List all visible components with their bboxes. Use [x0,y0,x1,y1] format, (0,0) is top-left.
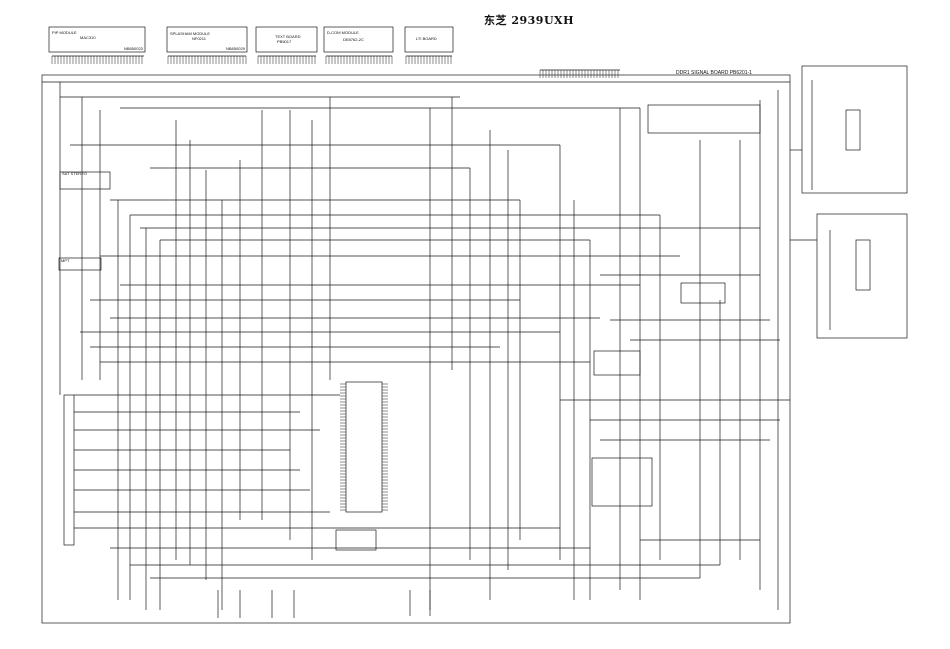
module-pip: PIP MODULE MAC310 [52,30,96,40]
module-dcom-name: D-COM MODULE [327,30,359,35]
module-splasham: SPLASHAM MODULE NF0211 [170,31,210,41]
module-dcom-box [323,26,394,53]
module-lti: LTI BOARD [416,36,437,41]
ic-lower-center [335,529,377,551]
main-board-outline [41,74,791,624]
ic-right-jungle [591,457,653,507]
module-text-box [255,26,318,53]
ic-right-mid [593,350,641,376]
module-splasham-part: NF0211 [192,36,206,41]
module-dcom-part: DE8762-2C [343,37,364,42]
ic-main-micro [345,381,383,513]
module-dcom: D-COM MODULE DE8762-2C [327,30,364,42]
mpt-box [58,257,102,271]
schematic-title: 东芝 2939UXH [484,14,574,27]
board-label: DDR1 SIGNAL BOARD PB6201-1 [676,70,752,76]
module-splasham-box [166,26,248,53]
module-splasham-name: SPLASHAM MODULE [170,31,211,36]
module-lti-box [404,26,454,53]
ic-top-right-bank [647,104,761,134]
module-pip-part: MAC310 [80,35,96,40]
mpt-label: MPT [61,258,70,263]
module-pip-box [48,26,146,53]
module-pip-name: PIP MODULE [52,30,77,35]
module-splasham-code: NB850029 [226,46,245,51]
module-text: TEXT BOARD PB5017 [275,34,301,44]
module-text-part: PB5017 [277,39,292,44]
left-connector-strip [63,394,75,546]
module-text-name: TEXT BOARD [275,34,301,39]
side-board-bottom [816,213,908,339]
sat-stereo-label: SAT STEREO [62,171,87,176]
sat-stereo-box [59,171,111,190]
side-board-top [801,65,908,194]
module-pip-code: NB850023 [124,46,143,51]
ic-right-upper [680,282,726,304]
